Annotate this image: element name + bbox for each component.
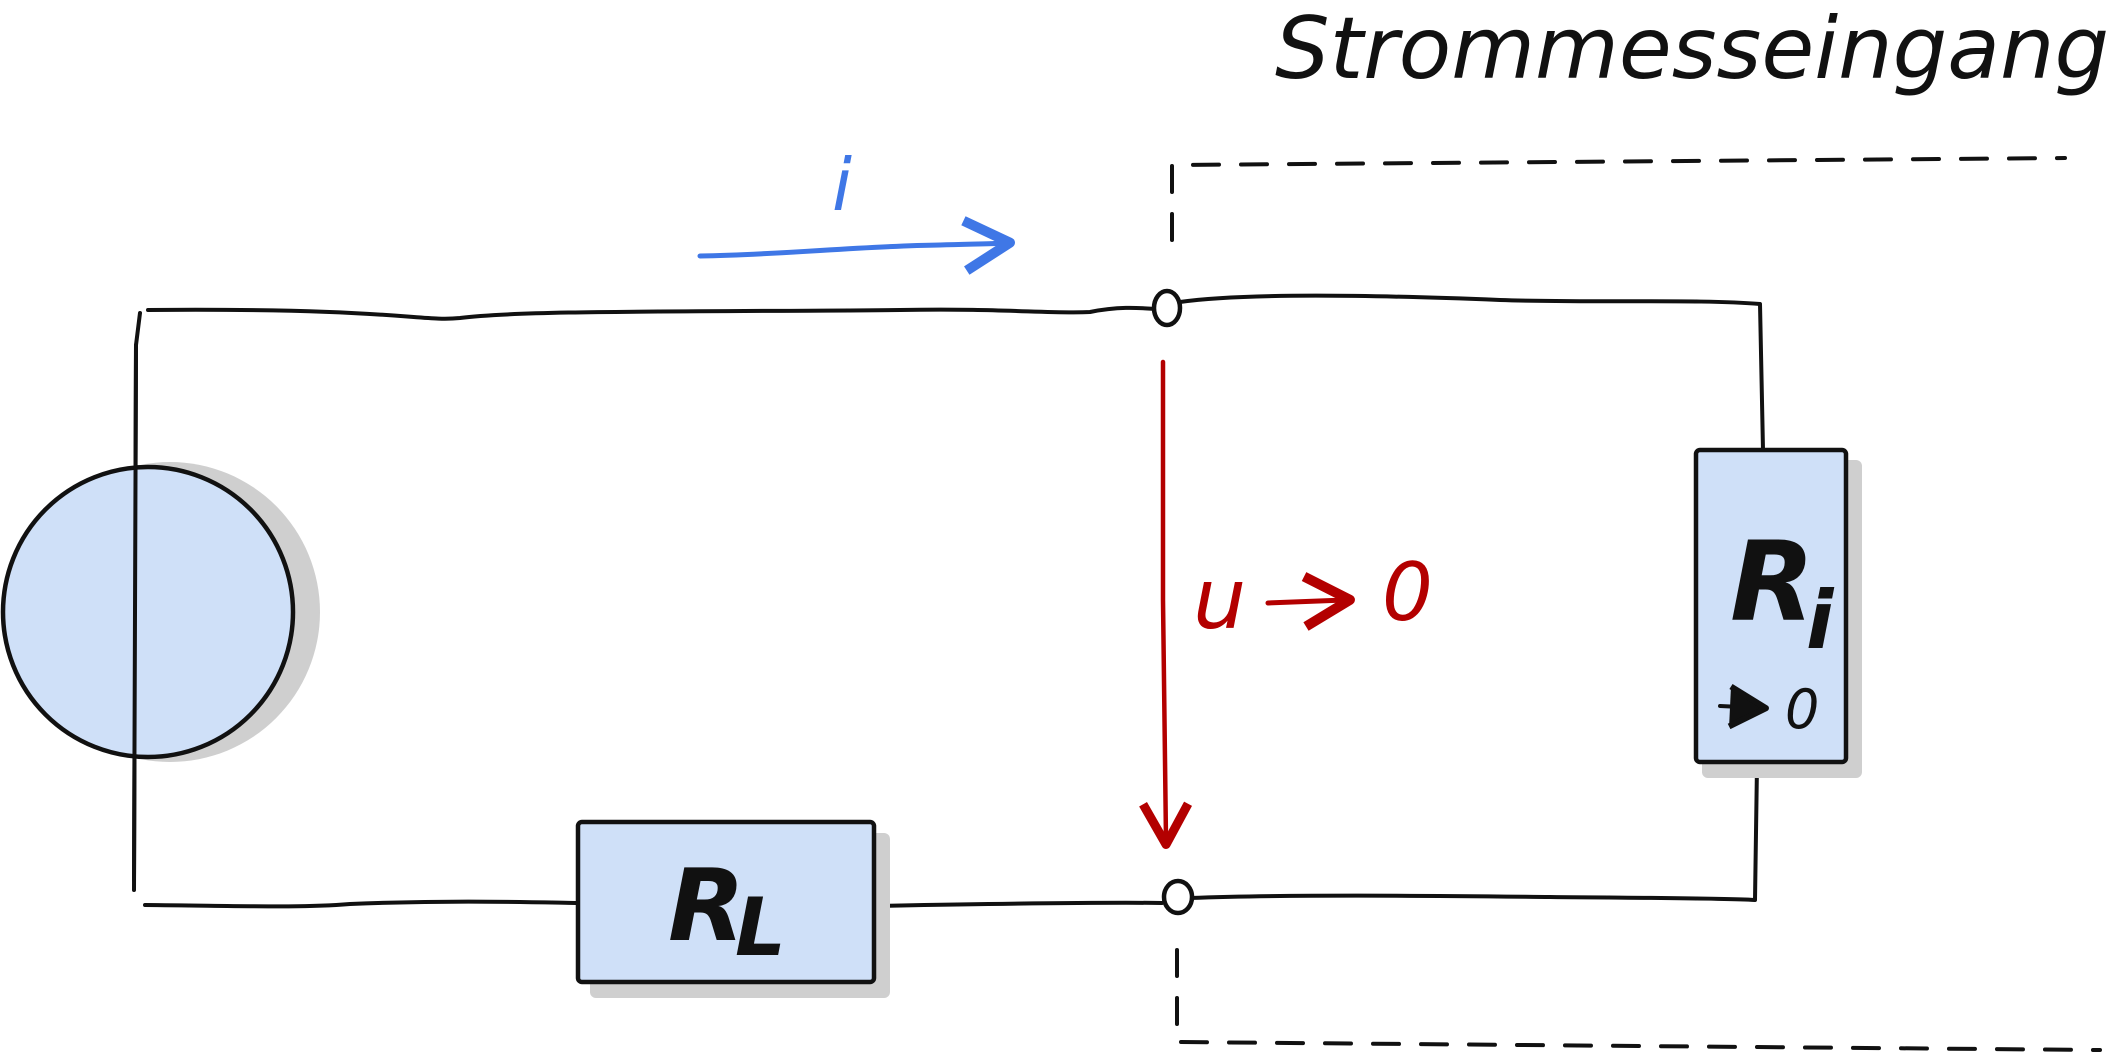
top-terminal — [1151, 288, 1183, 328]
current-arrow: i — [697, 143, 1015, 275]
voltage-source — [0, 343, 320, 882]
top-wire-right — [1178, 293, 1765, 452]
load-resistor-symbol: R — [668, 847, 745, 964]
internal-resistor-arrow — [1718, 683, 1769, 730]
top-wire-left — [146, 305, 1157, 321]
internal-resistor-symbol: R — [1730, 518, 1815, 646]
voltage-value: 0 — [1382, 546, 1433, 639]
source-wire-through — [132, 343, 138, 882]
bottom-wire-middle — [870, 900, 1164, 908]
measurement-input-boundary-bottom — [1175, 948, 2102, 1052]
load-resistor-subscript: L — [735, 881, 786, 974]
diagram-title: Strommesseingang — [1275, 0, 2108, 99]
current-label: i — [832, 143, 852, 227]
load-resistor: R L — [575, 819, 890, 998]
internal-resistor-subscript: i — [1806, 574, 1835, 667]
voltage-label: u — [1193, 550, 1246, 648]
bottom-wire-left — [143, 899, 578, 909]
bottom-wire-right — [1188, 763, 1759, 902]
bottom-terminal — [1161, 878, 1195, 916]
internal-resistor-value: 0 — [1785, 678, 1819, 741]
internal-resistor: R i 0 — [1693, 447, 1862, 778]
voltage-limit-arrow — [1265, 572, 1355, 631]
measurement-input-boundary — [1170, 156, 2067, 242]
voltage-arrow: u 0 — [1139, 359, 1433, 849]
